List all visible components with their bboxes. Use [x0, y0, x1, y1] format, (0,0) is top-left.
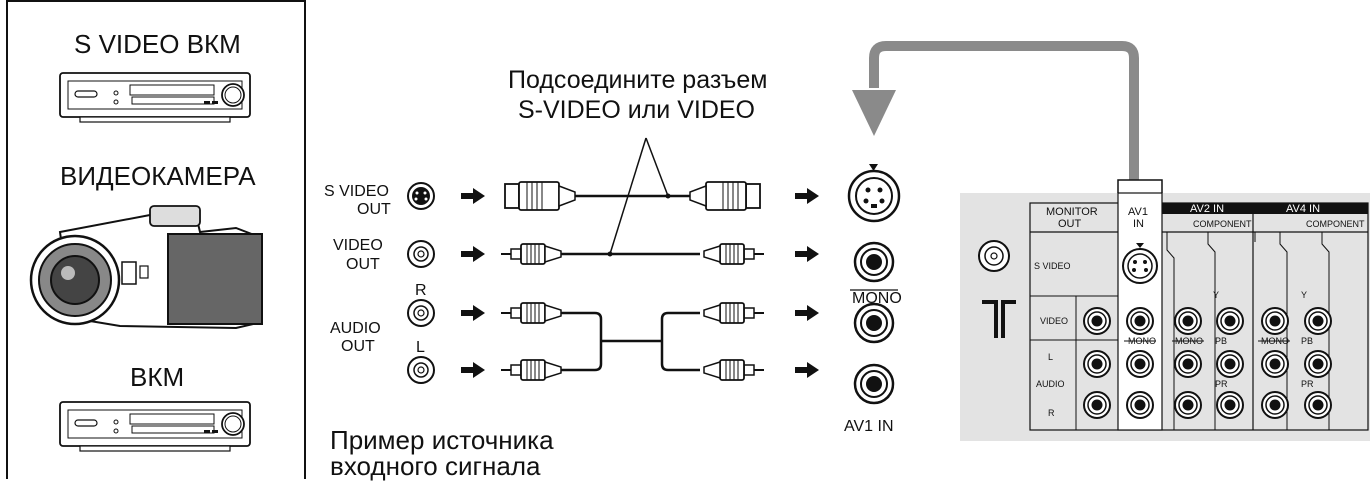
- panel-monitor-out-1: MONITOR: [1046, 206, 1098, 218]
- audio-r-out-jack: [407, 299, 435, 327]
- panel-svideo: S VIDEO: [1034, 261, 1071, 271]
- panel-audio-l: L: [1048, 352, 1054, 362]
- svideo-out-label-1: S VIDEO: [324, 183, 389, 200]
- mono-label: MONO: [852, 290, 902, 307]
- audio-out-label-2: OUT: [341, 338, 375, 355]
- video-out-jack: [407, 240, 435, 268]
- vcr-label: ВКМ: [130, 362, 185, 392]
- audio-r-label: R: [415, 282, 427, 299]
- panel-component-1: COMPONENT: [1193, 219, 1252, 229]
- panel-mono-3: MONO: [1261, 336, 1289, 346]
- panel-audio: AUDIO: [1036, 379, 1065, 389]
- audio-cables: [500, 302, 765, 381]
- svideo-vcr-illustration: [59, 72, 251, 123]
- source-devices-box: [6, 0, 306, 479]
- caption-line1: Пример источника: [330, 425, 554, 455]
- panel-av1-2: IN: [1133, 218, 1144, 230]
- panel-audio-r: R: [1048, 408, 1055, 418]
- av1-in-label: AV1 IN: [844, 418, 894, 435]
- panel-mono-1: MONO: [1128, 336, 1156, 346]
- panel-monitor-out-2: OUT: [1058, 218, 1082, 230]
- panel-av1-1: AV1: [1128, 206, 1148, 218]
- panel-pr-2: PR: [1301, 379, 1314, 389]
- audio-l-out-jack: [407, 356, 435, 384]
- panel-pb-2: PB: [1301, 336, 1314, 346]
- audio-l-label: L: [416, 339, 425, 356]
- caption-line2: входного сигнала: [330, 451, 541, 481]
- tv-audio-l-jack: [853, 363, 895, 405]
- instruction-pointer: [607, 137, 671, 257]
- svideo-cable: [504, 181, 761, 211]
- audio-out-label-1: AUDIO: [330, 320, 381, 337]
- video-cable: [500, 243, 765, 265]
- tv-svideo-jack: [847, 164, 901, 223]
- svideo-vcr-label: S VIDEO ВКМ: [74, 29, 241, 59]
- panel-component-2: COMPONENT: [1306, 219, 1365, 229]
- panel-av2-in: AV2 IN: [1190, 203, 1225, 215]
- svideo-out-jack: [407, 182, 435, 210]
- instruction-line2: S-VIDEO или VIDEO: [518, 96, 755, 124]
- panel-av4-in: AV4 IN: [1286, 203, 1321, 215]
- tv-video-jack: [853, 241, 895, 283]
- video-out-label-2: OUT: [346, 256, 380, 273]
- panel-pr-1: PR: [1215, 379, 1228, 389]
- tv-audio-r-jack: [853, 302, 895, 344]
- camcorder-label: ВИДЕОКАМЕРА: [60, 161, 256, 191]
- panel-video: VIDEO: [1040, 316, 1069, 326]
- routing-arrow: [852, 41, 1139, 182]
- camcorder-illustration: [29, 205, 263, 330]
- video-out-label-1: VIDEO: [333, 237, 383, 254]
- panel-y-1: Y: [1213, 290, 1220, 300]
- panel-mono-2: MONO: [1175, 336, 1203, 346]
- panel-pb-1: PB: [1215, 336, 1228, 346]
- panel-y-2: Y: [1301, 290, 1308, 300]
- instruction-line1: Подсоедините разъем: [508, 66, 768, 94]
- svideo-out-label-2: OUT: [357, 201, 391, 218]
- vcr-illustration: [59, 401, 251, 452]
